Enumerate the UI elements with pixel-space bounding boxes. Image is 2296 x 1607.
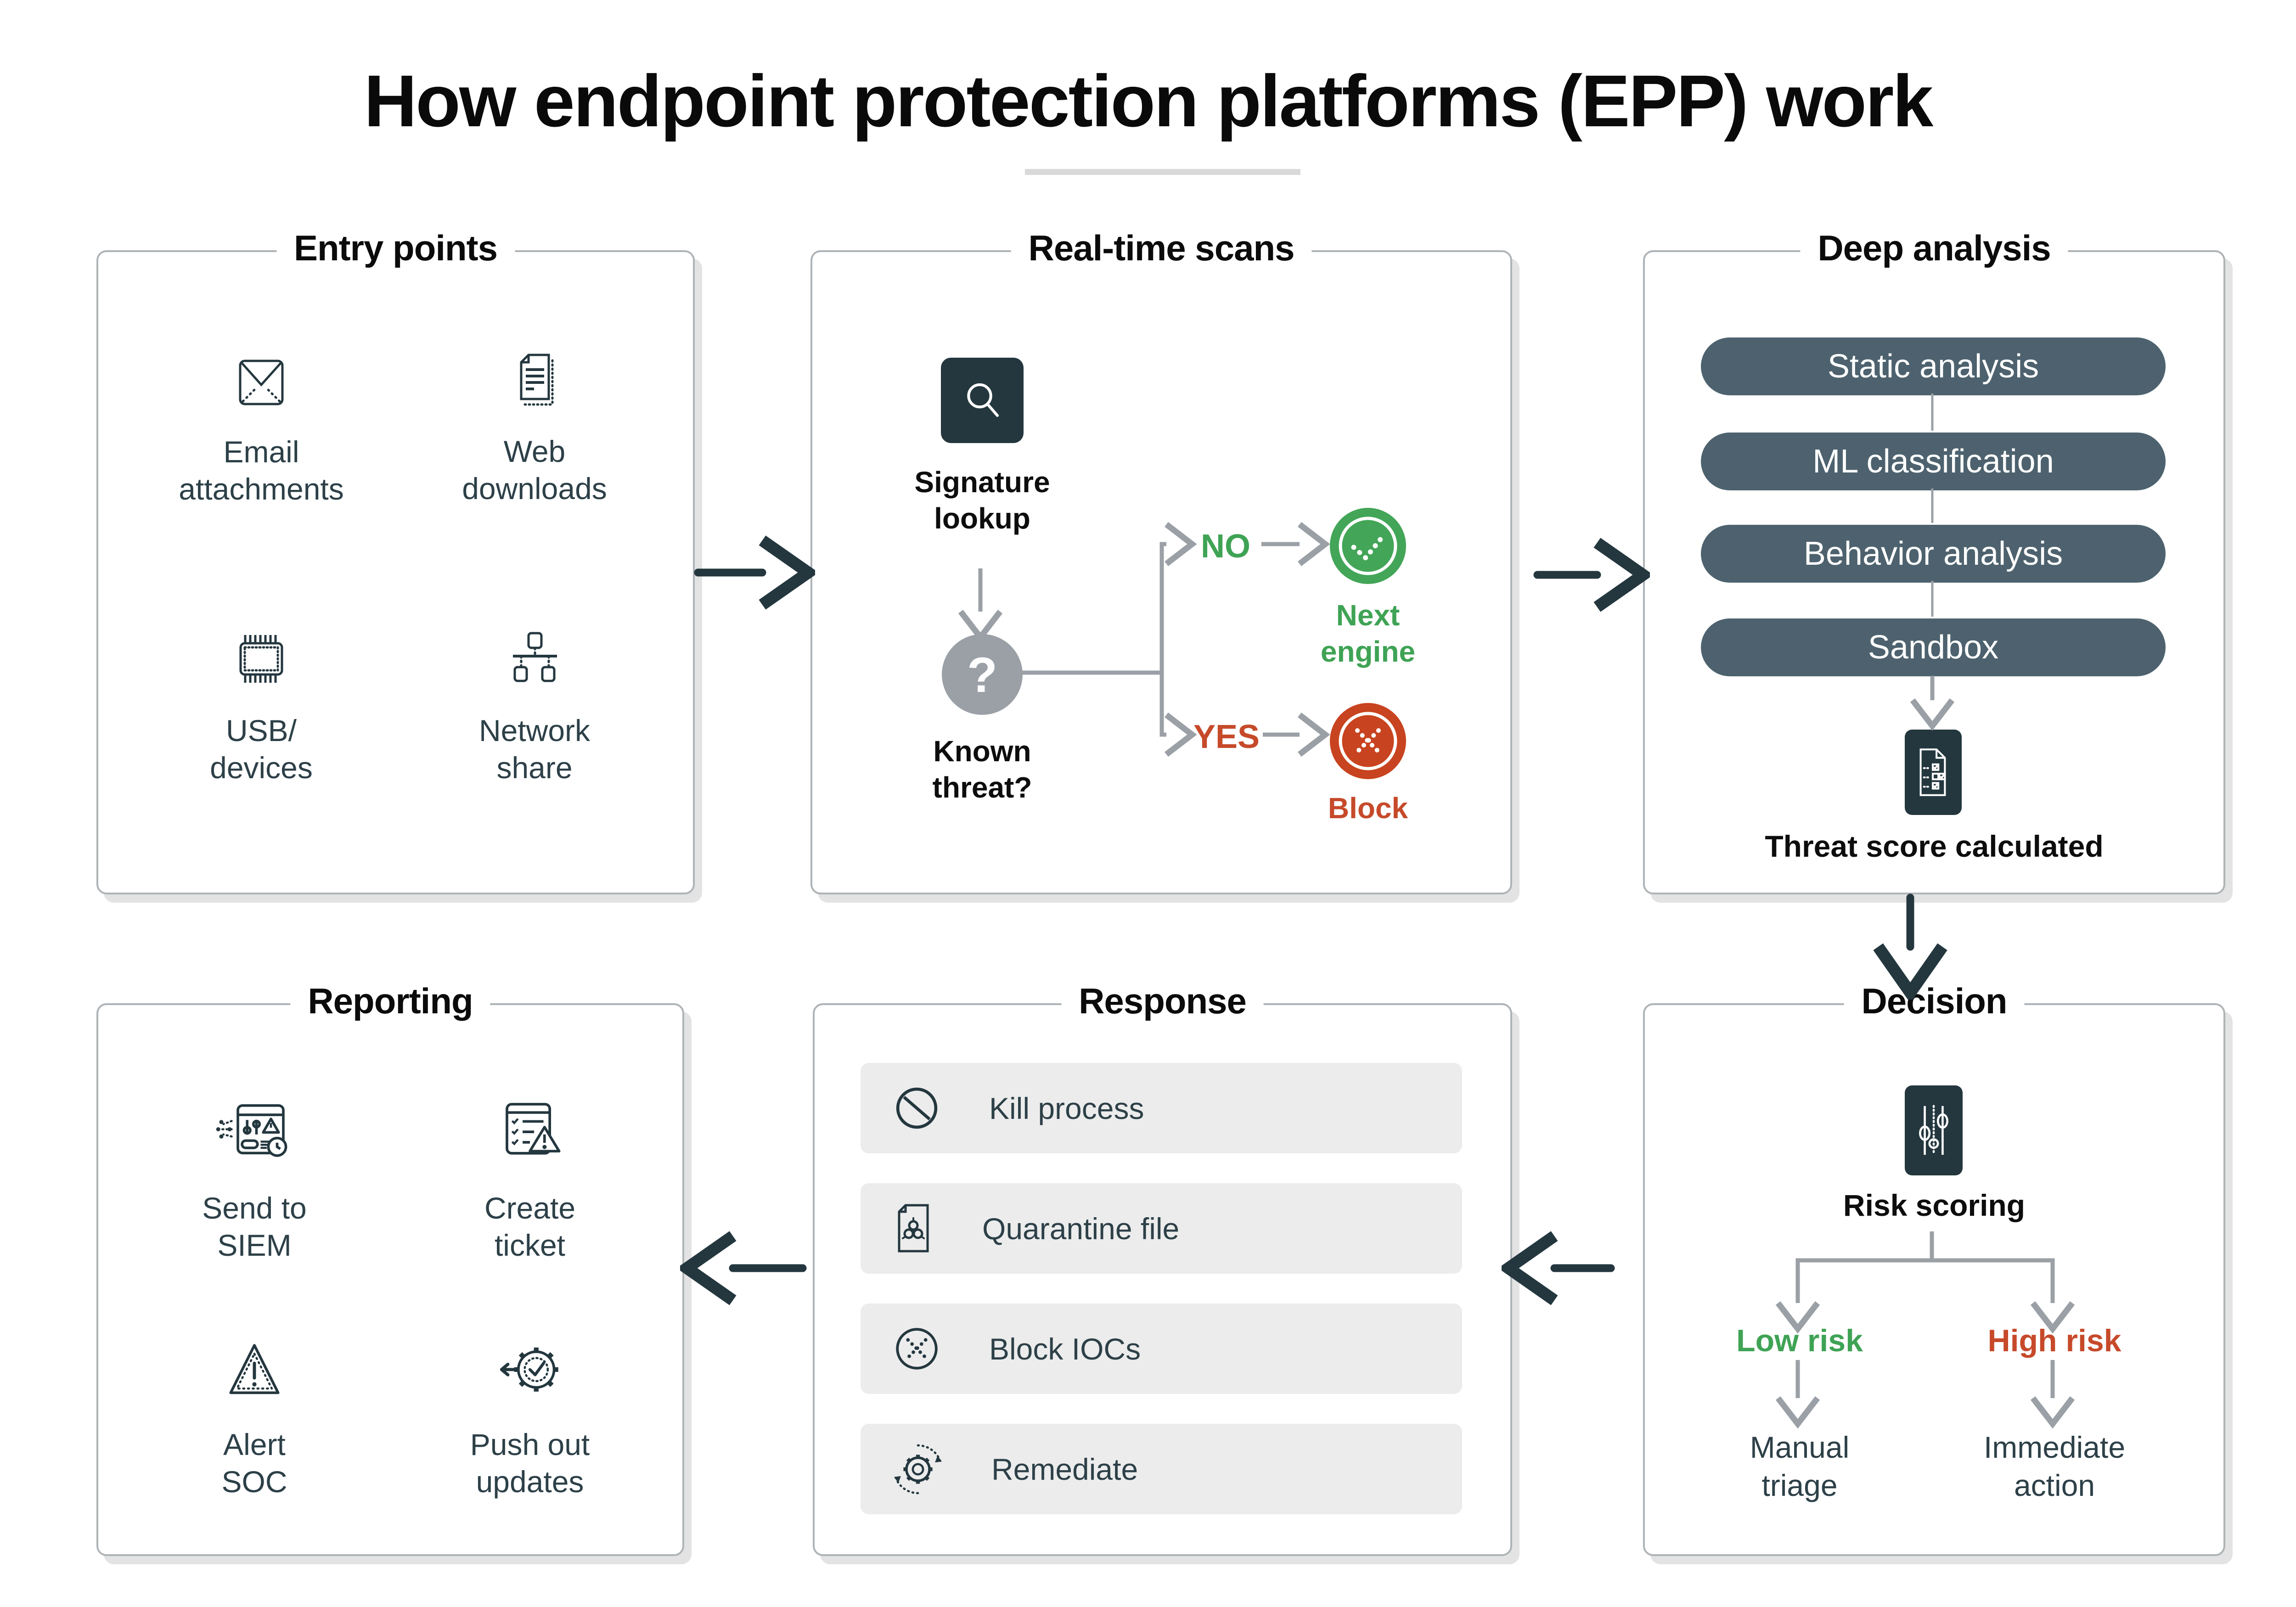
- block-x-icon: [1330, 703, 1406, 779]
- reporting-item-label: Send to SIEM: [202, 1191, 307, 1262]
- block-iocs-icon: [888, 1320, 945, 1377]
- response-row-remediate: Remediate: [861, 1424, 1462, 1514]
- response-row-label: Quarantine file: [982, 1211, 1180, 1246]
- risk-scoring-label: Risk scoring: [1843, 1188, 2026, 1222]
- network-share-icon: [513, 632, 557, 682]
- entry-item-label: USB/ devices: [210, 714, 313, 785]
- web-download-icon: [520, 354, 554, 406]
- pill-sandbox: Sandbox: [1701, 618, 2166, 676]
- sliders-icon: [1919, 1105, 1948, 1156]
- response-row-label: Kill process: [989, 1091, 1144, 1125]
- yes-label: YES: [1193, 719, 1260, 755]
- threat-score-checklist-icon: [1919, 748, 1946, 796]
- next-engine-label: Next engine: [1320, 599, 1416, 669]
- threat-score-label: Threat score calculated: [1765, 829, 2104, 863]
- reporting-item-alert: Alert SOC: [126, 1338, 383, 1500]
- panel-reporting-title: Reporting: [290, 980, 490, 1022]
- pill-static-analysis: Static analysis: [1701, 337, 2166, 395]
- manual-triage-label: Manual triage: [1750, 1430, 1850, 1502]
- remediate-icon: [888, 1439, 948, 1499]
- block-label: Block: [1328, 792, 1408, 825]
- panel-decision-title: Decision: [1844, 980, 2025, 1022]
- reporting-item-updates: Push out updates: [401, 1338, 658, 1500]
- panel-reporting: Reporting Send to SIEM: [96, 980, 684, 1556]
- kill-process-icon: [888, 1079, 945, 1137]
- entry-item-network: Network share: [406, 629, 663, 786]
- signature-lookup-tile: [941, 358, 1024, 443]
- reporting-item-ticket: Create ticket: [401, 1097, 658, 1264]
- no-label: NO: [1201, 528, 1250, 565]
- pill-behavior-analysis: Behavior analysis: [1701, 525, 2166, 583]
- panel-deep-analysis: Deep analysis Static analysis ML classif…: [1643, 227, 2225, 894]
- response-row-quarantine: Quarantine file: [861, 1183, 1462, 1274]
- title-underline: [1025, 169, 1300, 175]
- entry-item-web: Web downloads: [406, 348, 663, 507]
- entry-item-usb: USB/ devices: [133, 629, 390, 786]
- siem-icon: [216, 1104, 287, 1157]
- response-row-block-iocs: Block IOCs: [861, 1304, 1462, 1394]
- known-threat-label: Known threat?: [932, 735, 1032, 804]
- low-risk-label: Low risk: [1736, 1323, 1863, 1358]
- threat-score-tile: [1905, 730, 1962, 815]
- quarantine-file-icon: [888, 1200, 939, 1257]
- push-updates-icon: [500, 1347, 558, 1392]
- response-row-label: Remediate: [991, 1452, 1138, 1486]
- entry-item-email: Email attachments: [133, 355, 390, 507]
- response-row-kill-process: Kill process: [861, 1063, 1462, 1153]
- entry-item-label: Web downloads: [462, 434, 607, 506]
- panel-response: Response Kill process: [813, 980, 1512, 1556]
- known-threat-circle: ?: [942, 634, 1023, 715]
- panel-deep-analysis-title: Deep analysis: [1800, 227, 2068, 269]
- panel-real-time-scans-title: Real-time scans: [1011, 227, 1312, 269]
- panel-entry-points: Entry points Email attachments: [96, 227, 695, 894]
- panel-entry-points-title: Entry points: [276, 227, 515, 269]
- email-icon: [239, 360, 284, 405]
- reporting-item-siem: Send to SIEM: [126, 1097, 383, 1264]
- ticket-icon: [506, 1103, 561, 1155]
- signature-lookup-label: Signature lookup: [914, 466, 1050, 535]
- reporting-item-label: Push out updates: [470, 1427, 590, 1499]
- search-icon: [967, 383, 999, 417]
- usb-chip-icon: [239, 635, 283, 683]
- immediate-action-label: Immediate action: [1983, 1430, 2126, 1502]
- panel-response-title: Response: [1061, 980, 1264, 1022]
- panel-real-time-scans: Real-time scans Signature lookup ? Known…: [810, 227, 1512, 894]
- pill-ml-classification: ML classification: [1701, 433, 2166, 490]
- alert-triangle-icon: [229, 1344, 280, 1394]
- risk-scoring-tile: [1905, 1085, 1963, 1175]
- reporting-item-label: Create ticket: [484, 1191, 576, 1262]
- entry-item-label: Network share: [478, 714, 591, 785]
- question-mark-icon: ?: [967, 646, 997, 702]
- page-title: How endpoint protection platforms (EPP) …: [364, 60, 1934, 142]
- reporting-item-label: Alert SOC: [221, 1427, 287, 1499]
- high-risk-label: High risk: [1987, 1323, 2122, 1358]
- entry-item-label: Email attachments: [179, 435, 344, 506]
- next-engine-check-icon: [1330, 508, 1406, 584]
- response-row-label: Block IOCs: [989, 1332, 1141, 1366]
- panel-decision: Decision Risk scoring Low risk High risk…: [1643, 980, 2225, 1556]
